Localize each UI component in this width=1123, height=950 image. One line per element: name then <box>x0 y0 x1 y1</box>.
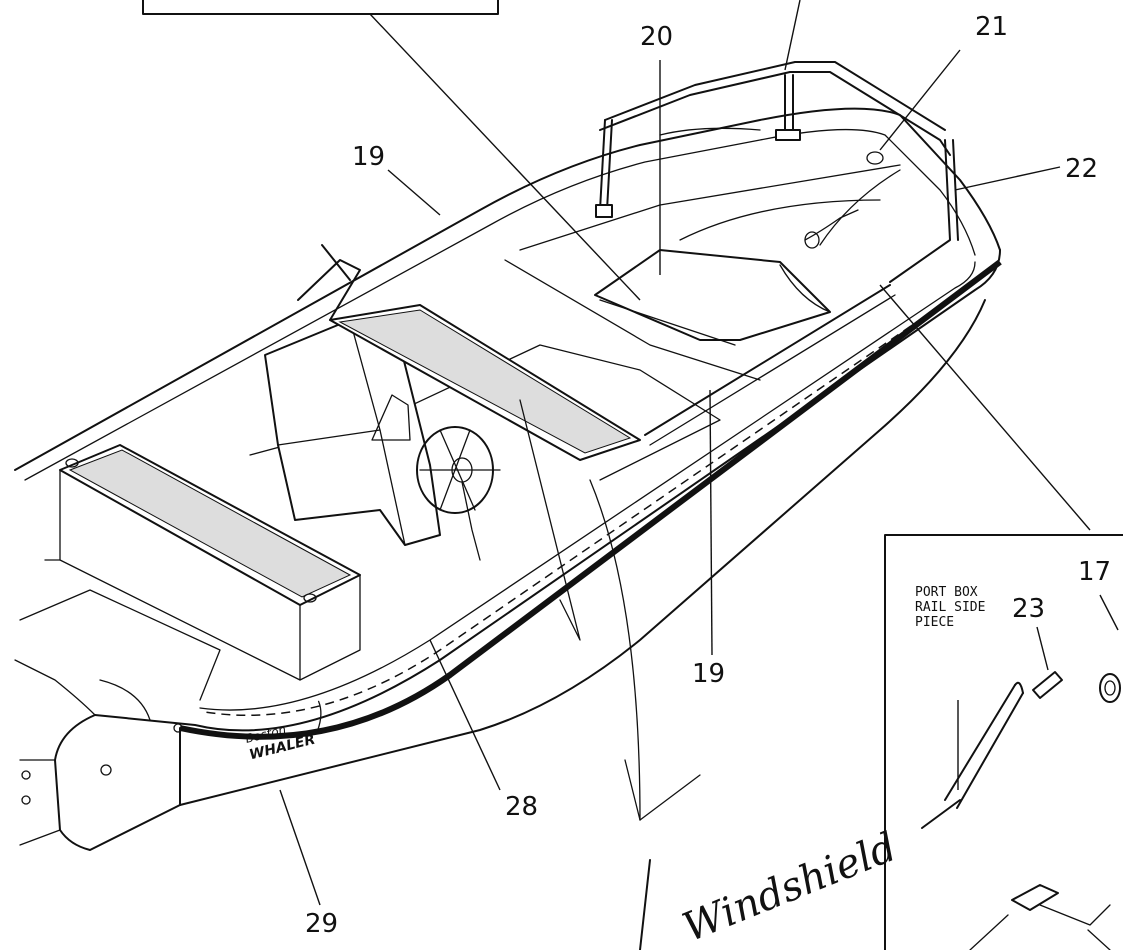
callout-28: 28 <box>505 792 538 822</box>
boat-hull <box>14 107 1002 851</box>
middle-seat <box>329 304 641 461</box>
callout-19-bottom: 19 <box>692 659 725 689</box>
callout-20: 20 <box>640 22 673 52</box>
callout-21: 21 <box>975 12 1008 42</box>
steering-wheel <box>416 426 501 561</box>
boat-deck <box>19 127 901 721</box>
callout-22: 22 <box>1065 154 1098 184</box>
callout-23: 23 <box>1012 594 1045 624</box>
bow-rail <box>595 61 959 283</box>
callout-19-top: 19 <box>352 142 385 172</box>
inset-detail-box <box>884 534 1123 950</box>
callout-29: 29 <box>305 909 338 939</box>
caption-box-fragment <box>142 0 499 15</box>
callout-17: 17 <box>1078 557 1111 587</box>
inset-label-line2: RAIL SIDE <box>915 600 985 615</box>
inset-label-line3: PIECE <box>915 615 954 630</box>
aft-seat <box>44 444 361 681</box>
leader-lines <box>279 0 1091 906</box>
inset-label-line1: PORT BOX <box>915 585 978 600</box>
